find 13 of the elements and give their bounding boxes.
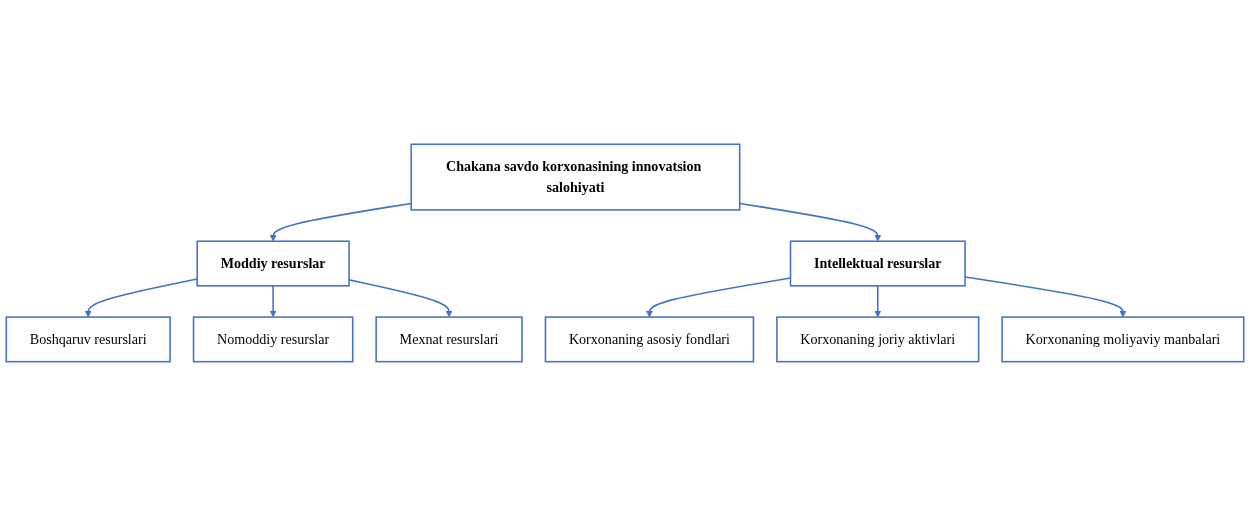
- arrow: [269, 202, 412, 242]
- node-box: Korxonaning joriy aktivlari: [776, 315, 980, 362]
- node-box: Korxonaning moliyaviy manbalari: [1001, 315, 1245, 362]
- node-box: Chakana savdo korxonasining innovatsion salohiyati: [410, 143, 741, 211]
- node-box: Moddiy resurslar: [196, 240, 350, 287]
- arrow: [269, 284, 277, 317]
- arrow: [84, 277, 198, 317]
- node-box: Boshqaruv resurslari: [5, 315, 171, 362]
- node-box: Nomoddiy resurslar: [192, 315, 354, 362]
- arrow: [874, 284, 882, 317]
- node-box: Korxonaning asosiy fondlari: [544, 315, 755, 362]
- node-box: Intellektual resurslar: [789, 240, 966, 287]
- node-box: Mexnat resurslari: [375, 315, 523, 362]
